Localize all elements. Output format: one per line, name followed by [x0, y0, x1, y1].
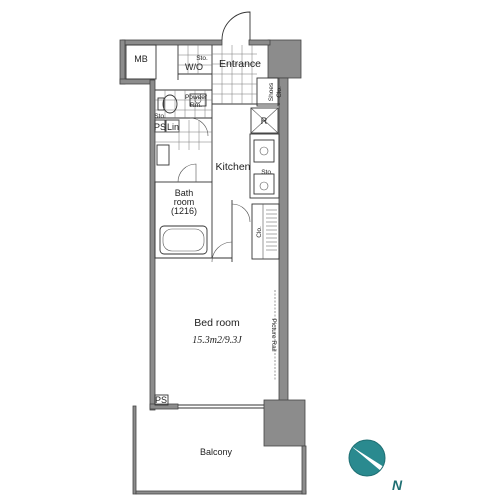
room-labels: MB Sto. W/O Entrance Shoes Clo. Powder R…: [134, 54, 283, 457]
powder-label-1: Powder: [185, 94, 208, 101]
fixtures: [156, 93, 277, 255]
interior-partitions: [125, 44, 280, 406]
structural-walls: [119, 39, 307, 495]
bedroom-label: Bed room: [194, 317, 240, 329]
sto-kitchen-label: Sto.: [261, 169, 273, 176]
bath-label-3: (1216): [171, 206, 197, 216]
balcony-label: Balcony: [200, 447, 233, 457]
powder-label-2: Rm.: [190, 102, 202, 109]
entrance-label: Entrance: [219, 58, 261, 70]
area-label: 15.3m2/9.3J: [192, 335, 242, 346]
clo-closet-label: Clo.: [256, 226, 263, 238]
ps-upper-label: PS: [154, 122, 166, 132]
doors: [177, 11, 264, 409]
sto-small-label: Sto.: [154, 113, 166, 120]
bath-label-2: room: [174, 197, 195, 207]
wo-label: W/O: [185, 62, 203, 72]
bath-label-1: Bath: [175, 188, 194, 198]
picture-rail-label: Picture Rail: [270, 318, 277, 352]
mb-label: MB: [134, 54, 148, 64]
lin-label: Lin: [167, 122, 179, 132]
clo-shoes-label: Clo.: [276, 86, 283, 98]
refrigerator-label: R: [261, 116, 268, 126]
ps-lower-label: PS: [155, 395, 167, 405]
kitchen-label: Kitchen: [215, 161, 250, 173]
north-label: N: [392, 477, 403, 493]
north-compass: N: [348, 439, 403, 493]
shoes-label: Shoes: [268, 82, 275, 101]
tiled-floors: [155, 45, 257, 150]
sto-top-label: Sto.: [196, 55, 208, 62]
